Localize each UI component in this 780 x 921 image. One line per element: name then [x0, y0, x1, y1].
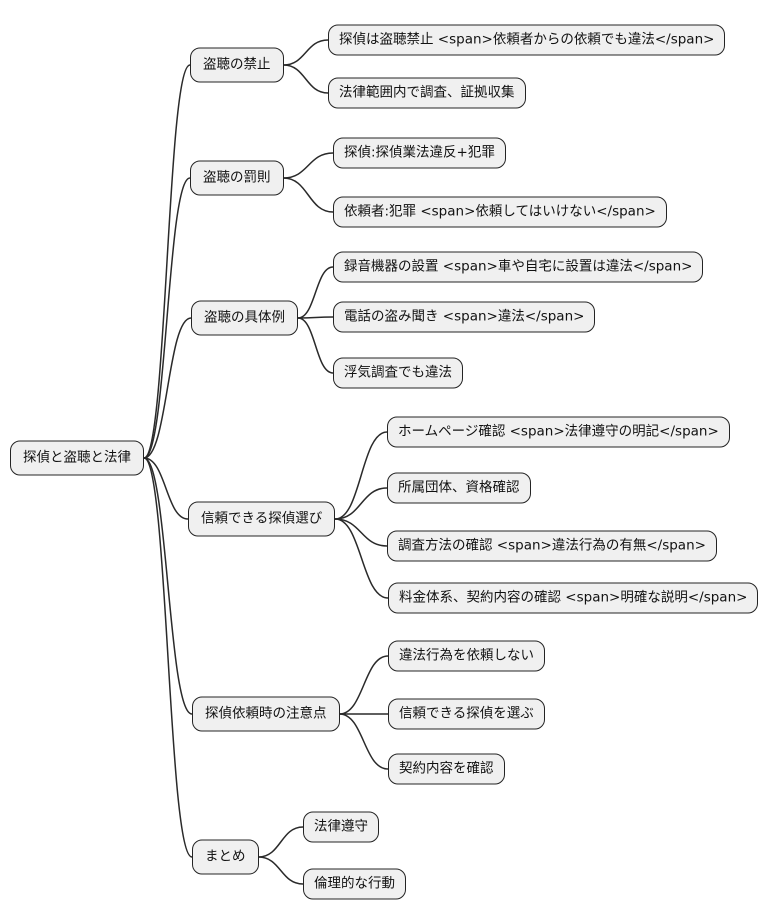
mindmap-edge [282, 152, 334, 179]
mindmap-edge [143, 457, 193, 858]
node-detective-penalty: 探偵:探偵業法違反+犯罪 [333, 137, 506, 169]
mindmap-edge [334, 487, 388, 520]
node-no-illegal-requests: 違法行為を依頼しない [388, 640, 545, 672]
node-confirm-contract: 契約内容を確認 [388, 753, 505, 785]
mindmap-edge [282, 39, 329, 66]
node-hiring-precautions: 探偵依頼時の注意点 [192, 696, 340, 732]
node-recording-device: 録音機器の設置 <span>車や自宅に設置は違法</span> [333, 251, 704, 283]
mindmap-edge [257, 856, 304, 885]
node-affair-investigation-illegal: 浮気調査でも違法 [333, 357, 463, 389]
mindmap-edge [334, 431, 388, 520]
mindmap-edge [143, 177, 191, 459]
node-wiretapping-penalties: 盗聴の罰則 [190, 160, 284, 196]
mindmap-edge [338, 655, 389, 715]
node-client-penalty: 依頼者:犯罪 <span>依頼してはいけない</span> [333, 196, 667, 228]
node-choosing-trustworthy-detective: 信頼できる探偵選び [188, 501, 336, 537]
mindmap-edge [282, 64, 329, 94]
node-detective-wiretap-ban: 探偵は盗聴禁止 <span>依頼者からの依頼でも違法</span> [328, 24, 726, 56]
node-wiretapping-examples: 盗聴の具体例 [191, 300, 298, 336]
node-summary: まとめ [192, 839, 259, 875]
node-fee-contract-check: 料金体系、契約内容の確認 <span>明確な説明</span> [388, 582, 759, 614]
node-method-check: 調査方法の確認 <span>違法行為の有無</span> [387, 530, 717, 562]
mindmap-edge [297, 316, 334, 319]
node-choose-trustworthy-detective: 信頼できる探偵を選ぶ [388, 698, 545, 730]
mindmap-edge [143, 64, 191, 459]
node-law-compliance: 法律遵守 [303, 811, 379, 843]
mindmap-edge [338, 713, 389, 770]
mindmap-edge [257, 826, 304, 858]
mindmap-edge [143, 457, 193, 715]
mindmap-edge [143, 457, 189, 520]
node-phone-eavesdropping: 電話の盗み聞き <span>違法</span> [333, 301, 596, 333]
node-wiretapping-prohibition: 盗聴の禁止 [190, 47, 284, 83]
node-legal-investigation: 法律範囲内で調査、証拠収集 [328, 77, 526, 109]
node-ethical-conduct: 倫理的な行動 [303, 868, 406, 900]
mindmap-edge [297, 317, 334, 374]
node-affiliation-qualification-check: 所属団体、資格確認 [387, 472, 531, 504]
mindmap-edge [297, 266, 334, 319]
mindmap-edge [334, 518, 388, 547]
mindmap-edge [282, 177, 334, 213]
mindmap-edge [143, 317, 192, 459]
mindmap-edge [334, 518, 389, 599]
node-homepage-check: ホームページ確認 <span>法律遵守の明記</span> [387, 416, 730, 448]
node-root: 探偵と盗聴と法律 [10, 440, 144, 476]
